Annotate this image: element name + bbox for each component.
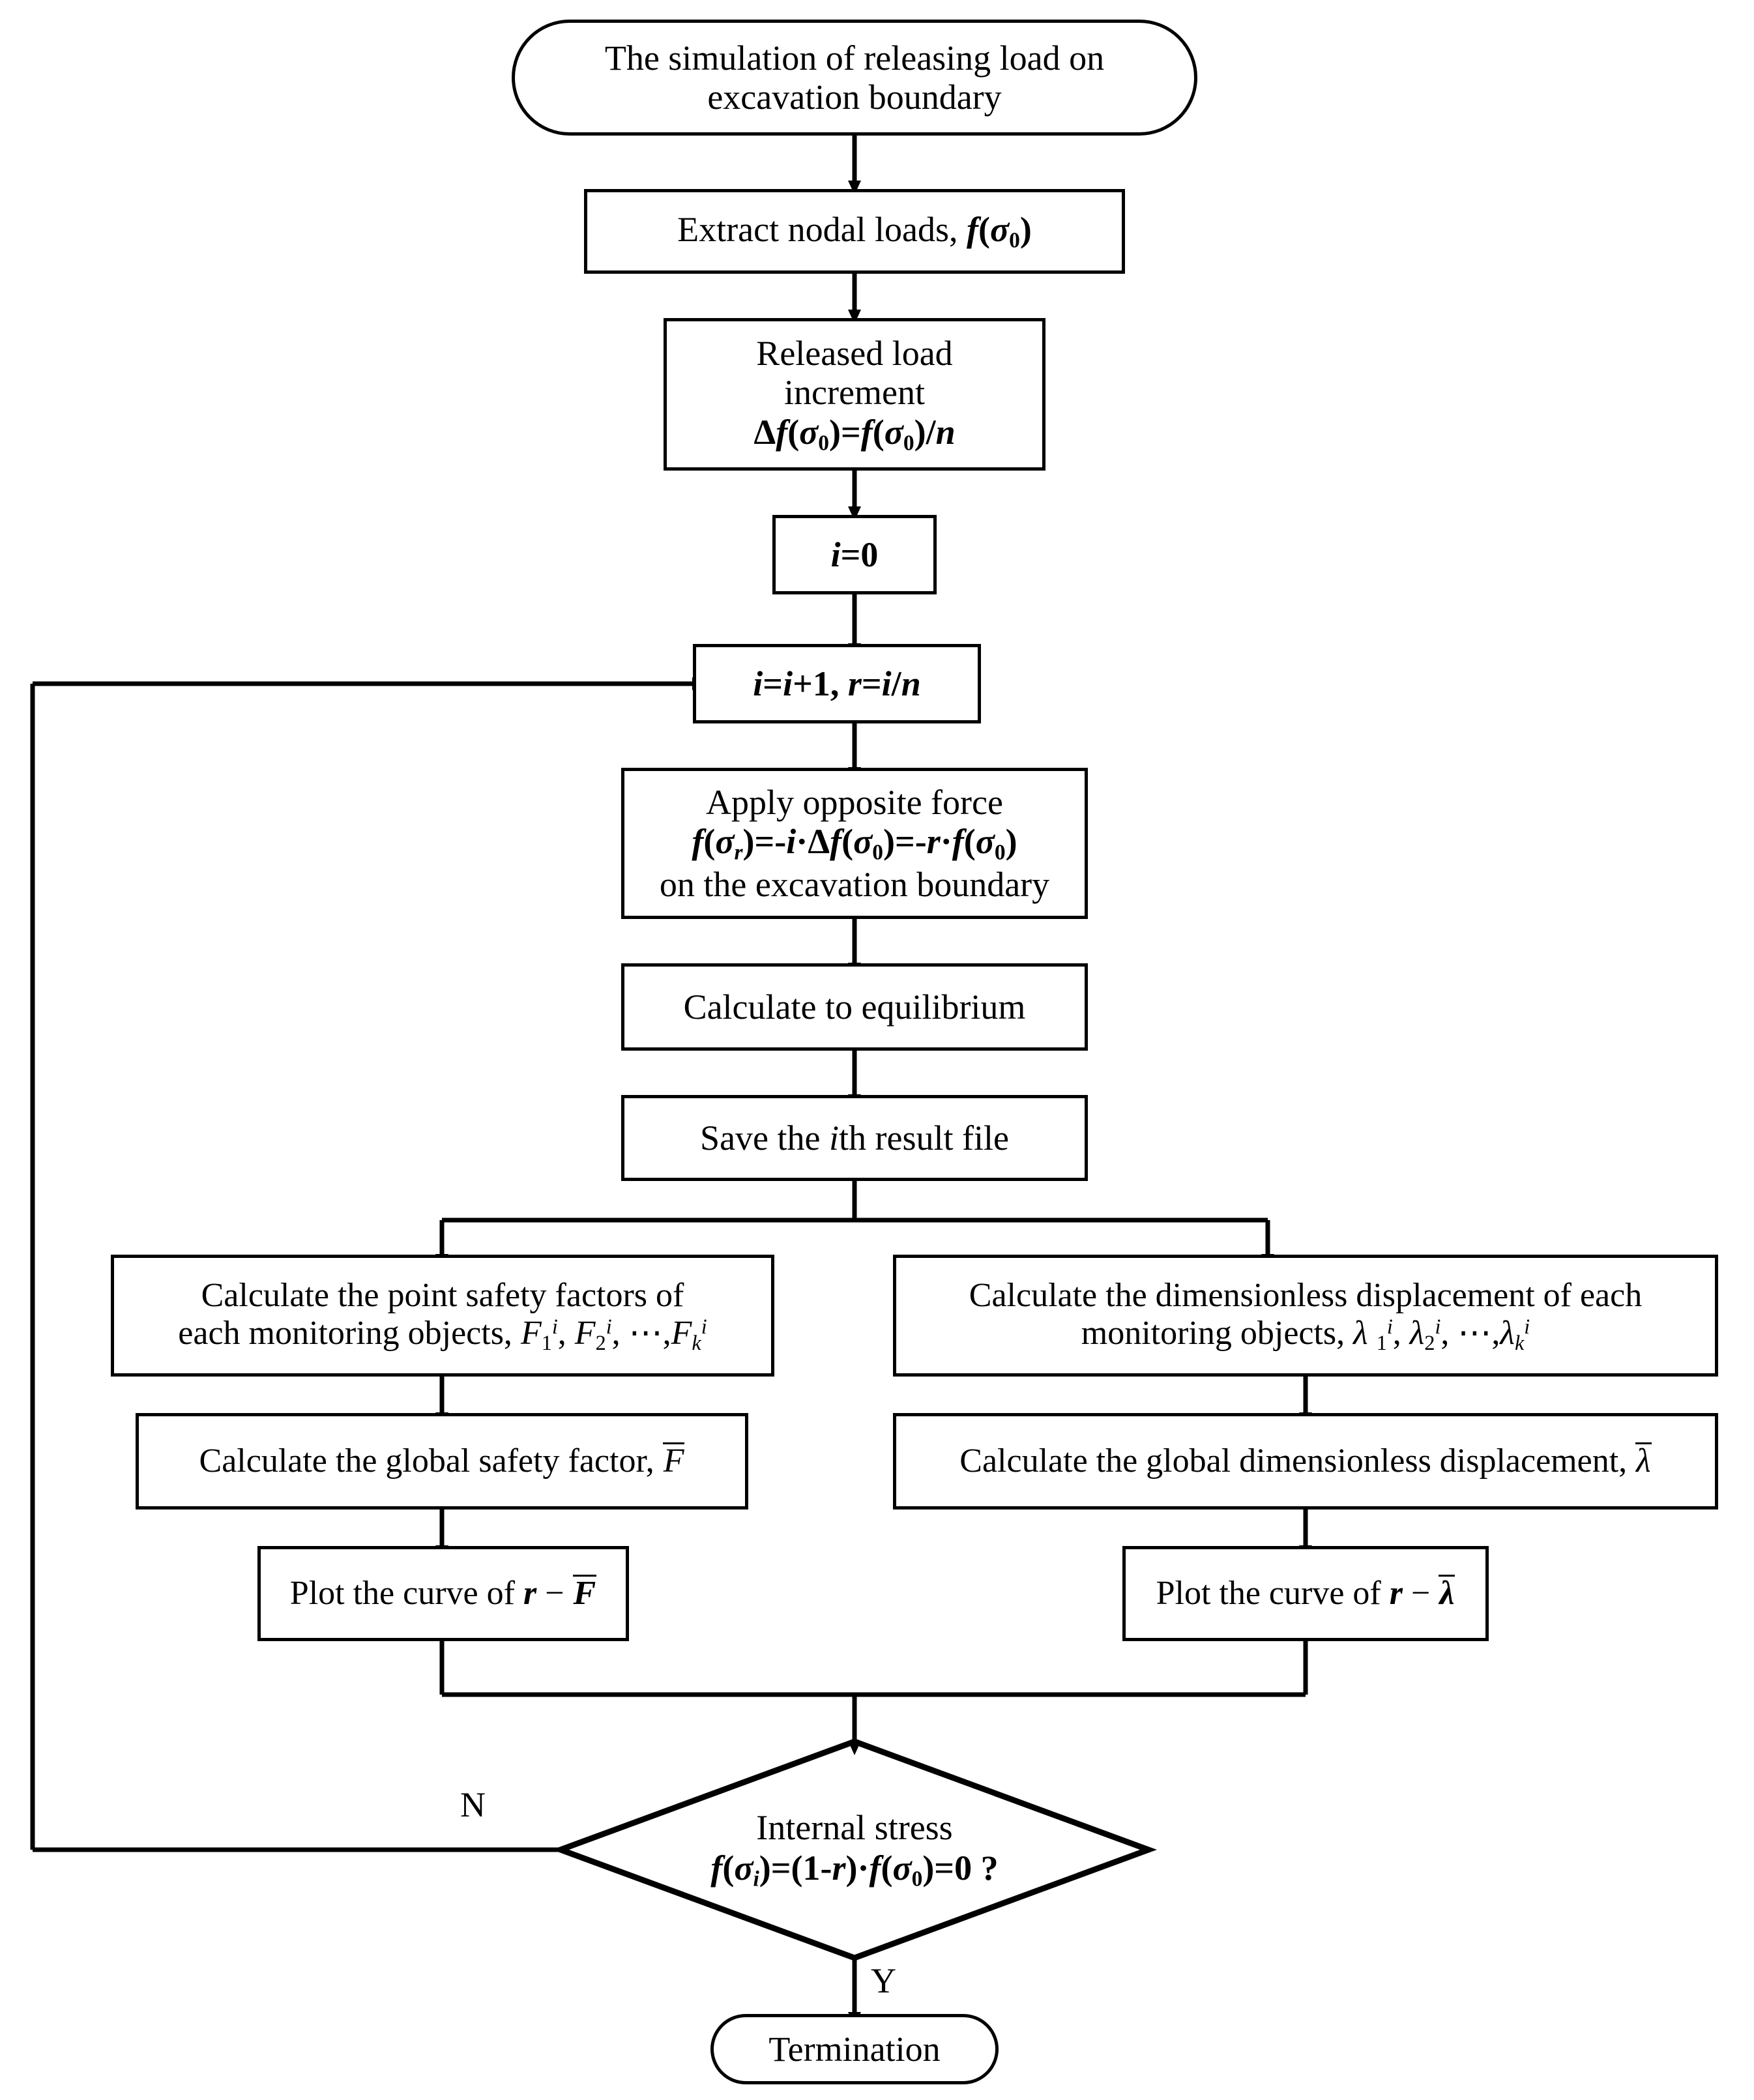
node-dimensionless-displacement[interactable]: Calculate the dimensionless displacement… bbox=[893, 1255, 1718, 1377]
node-start[interactable]: The simulation of releasing load on exca… bbox=[512, 20, 1197, 136]
node-global-safety-factor-text: Calculate the global safety factor, F bbox=[199, 1442, 685, 1480]
edge-label-no: N bbox=[460, 1785, 486, 1824]
node-save-result-file-text: Save the ith result file bbox=[700, 1118, 1009, 1158]
node-plot-curve-r-f-text: Plot the curve of r − F bbox=[289, 1574, 597, 1612]
node-plot-curve-r-f[interactable]: Plot the curve of r − F bbox=[257, 1546, 629, 1641]
node-termination[interactable]: Termination bbox=[710, 2014, 999, 2084]
node-save-result-file[interactable]: Save the ith result file bbox=[621, 1095, 1088, 1181]
node-plot-curve-r-lambda[interactable]: Plot the curve of r − λ bbox=[1122, 1546, 1489, 1641]
node-iterate[interactable]: i=i+1, r=i/n bbox=[693, 644, 981, 723]
node-decision-internal-stress[interactable]: Internal stress f(σi)=(1-r)·f(σ0)=0 ? bbox=[561, 1742, 1148, 1958]
node-released-load-increment-text: Released load increment Δf(σ0)=f(σ0)/n bbox=[753, 333, 956, 455]
node-released-load-increment[interactable]: Released load increment Δf(σ0)=f(σ0)/n bbox=[664, 318, 1045, 471]
node-point-safety-factors[interactable]: Calculate the point safety factors of ea… bbox=[111, 1255, 774, 1377]
node-init-i-text: i=0 bbox=[830, 534, 879, 574]
node-init-i[interactable]: i=0 bbox=[772, 515, 937, 594]
node-apply-opposite-force[interactable]: Apply opposite force f(σr)=-i·Δf(σ0)=-r·… bbox=[621, 768, 1088, 919]
node-extract-nodal-loads[interactable]: Extract nodal loads, f(σ0) bbox=[584, 189, 1125, 274]
node-global-safety-factor[interactable]: Calculate the global safety factor, F bbox=[136, 1413, 748, 1509]
node-point-safety-factors-text: Calculate the point safety factors of ea… bbox=[178, 1276, 707, 1355]
decision-diamond-outline bbox=[551, 1738, 1158, 1961]
node-global-dimensionless-displacement[interactable]: Calculate the global dimensionless displ… bbox=[893, 1413, 1718, 1509]
node-decision-internal-stress-text: Internal stress f(σi)=(1-r)·f(σ0)=0 ? bbox=[710, 1808, 999, 1891]
node-extract-nodal-loads-text: Extract nodal loads, f(σ0) bbox=[677, 210, 1032, 253]
node-iterate-text: i=i+1, r=i/n bbox=[753, 664, 921, 703]
node-calculate-equilibrium-text: Calculate to equilibrium bbox=[683, 987, 1026, 1027]
node-apply-opposite-force-text: Apply opposite force f(σr)=-i·Δf(σ0)=-r·… bbox=[659, 782, 1050, 904]
node-start-text: The simulation of releasing load on exca… bbox=[604, 38, 1105, 117]
node-calculate-equilibrium[interactable]: Calculate to equilibrium bbox=[621, 963, 1088, 1051]
node-dimensionless-displacement-text: Calculate the dimensionless displacement… bbox=[969, 1276, 1643, 1355]
node-plot-curve-r-lambda-text: Plot the curve of r − λ bbox=[1156, 1574, 1455, 1612]
edge-label-yes: Y bbox=[871, 1961, 896, 2000]
node-termination-text: Termination bbox=[768, 2029, 941, 2069]
node-global-dimensionless-displacement-text: Calculate the global dimensionless displ… bbox=[959, 1442, 1652, 1480]
